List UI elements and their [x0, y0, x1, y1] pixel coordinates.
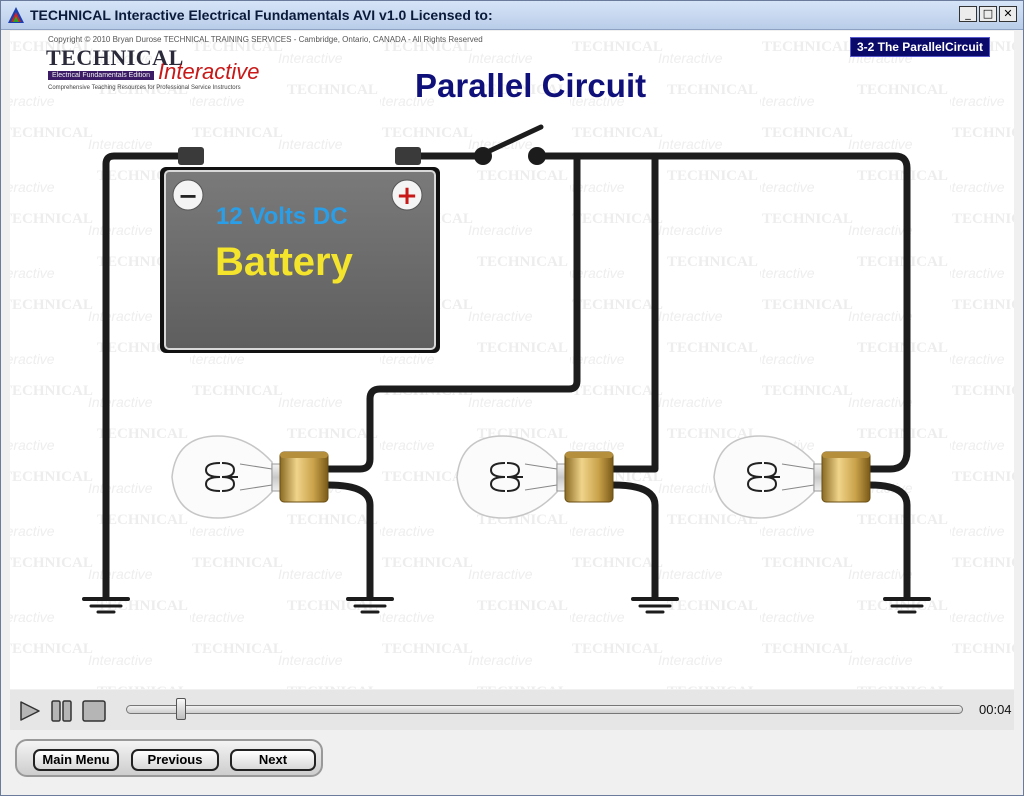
positive-post: [395, 147, 421, 165]
stop-icon[interactable]: [82, 700, 106, 722]
negative-terminal-icon: [172, 179, 204, 211]
next-button[interactable]: Next: [230, 749, 316, 771]
window-controls: _ □ ✕: [959, 6, 1017, 22]
media-controls: 00:04: [10, 690, 1014, 730]
switch: [474, 124, 546, 165]
app-logo-icon: [8, 7, 24, 23]
lesson-stage: TECHNICAL Interactive TECHNICAL Interact…: [10, 31, 1014, 689]
logo-tagline: Comprehensive Teaching Resources for Pro…: [48, 85, 241, 91]
maximize-button[interactable]: □: [979, 6, 997, 22]
logo-interactive-text: Interactive: [158, 59, 260, 84]
technical-interactive-logo: TECHNICAL Electrical Fundamentals Editio…: [46, 45, 286, 95]
light-bulb-3: [713, 435, 871, 519]
ground-wire-lamp-3: [866, 481, 911, 601]
minimize-button[interactable]: _: [959, 6, 977, 22]
parallel-circuit-diagram: − +: [82, 124, 931, 614]
light-bulb-2: [456, 435, 614, 519]
main-menu-button[interactable]: Main Menu: [33, 749, 119, 771]
ground-wire-lamp-2: [609, 481, 659, 601]
feed-wire-lamp-1: [324, 152, 581, 473]
circuit-wires: [102, 152, 911, 601]
battery-voltage-label: 12 Volts DC: [216, 203, 348, 230]
light-bulb-1: [171, 435, 329, 519]
battery-label: Battery: [215, 240, 353, 284]
pause-icon[interactable]: [50, 700, 74, 722]
feed-wire-lamp-2: [609, 152, 659, 473]
ground-symbols: [82, 597, 931, 614]
lesson-badge: 3-2 The ParallelCircuit: [849, 37, 990, 57]
positive-sign: +: [396, 181, 418, 211]
ground-symbol-1: [82, 597, 130, 614]
copyright-text: Copyright © 2010 Bryan Durose TECHNICAL …: [48, 35, 483, 44]
elapsed-time: 00:04: [979, 702, 1012, 717]
seek-thumb[interactable]: [175, 698, 186, 720]
logo-technical-text: TECHNICAL: [46, 45, 184, 70]
ground-symbol-3: [631, 597, 679, 614]
window-title: TECHNICAL Interactive Electrical Fundame…: [30, 7, 493, 23]
negative-post: [178, 147, 204, 165]
close-button[interactable]: ✕: [999, 6, 1017, 22]
diagram-title: Parallel Circuit: [415, 67, 647, 104]
positive-terminal-icon: [391, 179, 423, 211]
logo-edition-text: Electrical Fundamentals Edition: [48, 71, 155, 80]
negative-sign: −: [178, 182, 198, 210]
ground-symbol-4: [883, 597, 931, 614]
ground-wire-battery: [102, 152, 184, 601]
battery: − +: [160, 147, 440, 353]
feed-wire-lamp-3: [533, 152, 911, 473]
previous-button[interactable]: Previous: [131, 749, 219, 771]
navigation-panel: Main Menu Previous Next: [15, 739, 323, 777]
ground-symbol-2: [346, 597, 394, 614]
title-bar: TECHNICAL Interactive Electrical Fundame…: [1, 1, 1023, 30]
play-icon[interactable]: [18, 700, 42, 722]
seek-bar[interactable]: [126, 705, 963, 714]
ground-wire-lamp-1: [324, 481, 374, 601]
